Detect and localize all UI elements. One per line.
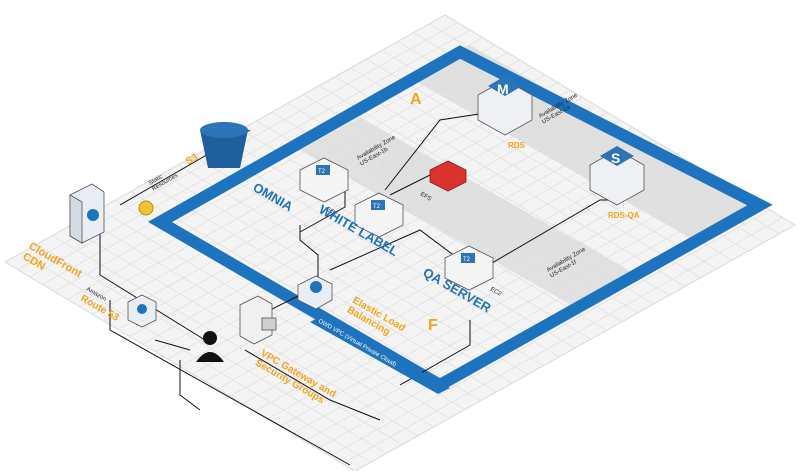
rds-qa-icon[interactable]: S [589,146,645,206]
rds-master-icon[interactable]: M [477,76,533,136]
s3-bucket-icon[interactable] [200,122,248,168]
route53-icon[interactable] [127,294,157,328]
rds-qa-s-glyph: S [611,150,620,166]
rds-qa-label: RDS-QA [608,211,640,220]
user-icon [196,331,224,362]
connector-lines [99,109,610,466]
ec2-instance-b-icon[interactable]: T2 [354,192,404,238]
ec2-b-glyph: T2 [373,204,381,210]
static-resources-icon[interactable] [138,200,154,216]
vpc-gateway-icon[interactable] [239,295,277,345]
zone-letter-f: F [428,317,438,334]
ec2-c-label: EC2 [489,287,503,298]
svg-text:EC2: EC2 [489,287,503,298]
efs-label: EFS [419,192,432,203]
zone-letter-a: A [410,91,422,108]
ec2-a-label: EC2 [325,207,339,218]
cloudfront-server-icon[interactable] [69,183,105,244]
ec2-instance-c-icon[interactable]: T2 [444,245,494,291]
s3-label: S3 [184,152,200,168]
ec2-instance-a-icon[interactable]: T2 [299,157,349,203]
rds-label: RDS [508,141,526,150]
efs-icon[interactable] [429,160,467,192]
ec2-a-glyph: T2 [318,169,326,175]
rds-m-glyph: M [497,81,509,97]
elb-icon[interactable] [297,275,333,310]
svg-text:EFS: EFS [419,192,432,203]
ec2-c-glyph: T2 [463,257,471,263]
svg-text:EC2: EC2 [325,207,339,218]
svg-text:S3: S3 [184,152,200,168]
